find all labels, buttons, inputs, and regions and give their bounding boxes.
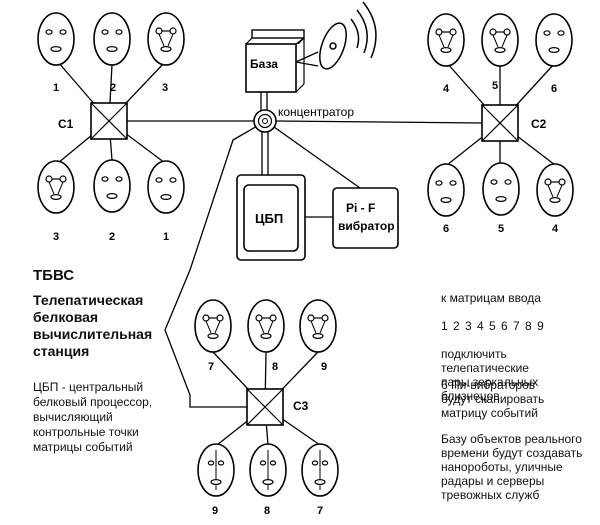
cbp-description: ЦБП - центральный белковый процессор, вы… xyxy=(33,380,153,454)
input-note-digits: 1 2 3 4 5 6 7 8 9 xyxy=(441,319,545,333)
face-c1-top-1 xyxy=(37,12,75,66)
face-number: 4 xyxy=(552,223,559,235)
hub-label: концентратор xyxy=(278,105,354,119)
face-c1-bottom-3 xyxy=(147,160,185,214)
switch-c3-label: C3 xyxy=(293,399,309,413)
input-note-line1: к матрицам ввода xyxy=(441,291,541,305)
base-box xyxy=(245,29,305,93)
face-c2-bottom-6 xyxy=(427,163,465,217)
realtime-note: Базу объектов реального времени будут со… xyxy=(441,432,583,502)
face-number: 2 xyxy=(110,82,116,94)
face-c1-top-3 xyxy=(147,12,185,66)
face-c2-top-5 xyxy=(481,13,519,67)
vibrator-label-line1: Pi - F xyxy=(346,201,375,215)
face-c2-top-6 xyxy=(535,13,573,67)
face-number: 6 xyxy=(551,83,557,95)
face-c3-top-9 xyxy=(299,299,337,353)
vibrator-label-line2: вибратор xyxy=(338,219,395,233)
satellite-dish-icon xyxy=(319,1,377,70)
face-c1-top-2 xyxy=(93,12,131,66)
face-c1-bottom-1 xyxy=(37,160,75,214)
switch-c2-label: C2 xyxy=(531,117,547,131)
input-note: к матрицам ввода 1 2 3 4 5 6 7 8 9 подкл… xyxy=(441,277,591,417)
face-c3-bottom-9 xyxy=(197,443,235,497)
switch-c1 xyxy=(90,102,128,140)
cpu-box xyxy=(236,174,306,261)
hub-concentrator xyxy=(253,109,277,133)
face-number: 3 xyxy=(53,231,59,243)
switch-c2 xyxy=(481,104,519,142)
face-c3-top-8 xyxy=(247,299,285,353)
face-number: 7 xyxy=(208,361,214,373)
face-number: 6 xyxy=(443,223,449,235)
face-number: 4 xyxy=(443,83,450,95)
face-c3-bottom-8 xyxy=(249,443,287,497)
face-c1-bottom-2 xyxy=(93,159,131,213)
diagram-title: ТБВС xyxy=(33,267,75,284)
switch-c1-label: C1 xyxy=(58,117,74,131)
face-number: 9 xyxy=(321,361,327,373)
face-number: 1 xyxy=(163,231,169,243)
cpu-label: ЦБП xyxy=(255,211,283,226)
vibrators-note: 6 Пи-вибраторов будут сканировать матриц… xyxy=(441,378,545,420)
face-number: 5 xyxy=(492,80,498,92)
face-number: 7 xyxy=(317,505,323,517)
face-number: 5 xyxy=(498,223,504,235)
face-number: 2 xyxy=(109,231,115,243)
face-c2-bottom-4 xyxy=(536,163,574,217)
face-number: 9 xyxy=(212,505,218,517)
face-number: 1 xyxy=(53,82,59,94)
switch-c3 xyxy=(246,388,284,426)
input-note-rest: подключить телепатические пары зеркальны… xyxy=(441,347,539,403)
face-c3-top-7 xyxy=(194,299,232,353)
face-number: 8 xyxy=(264,505,270,517)
face-c2-bottom-5 xyxy=(482,162,520,216)
face-number: 3 xyxy=(162,82,168,94)
face-c2-top-4 xyxy=(427,13,465,67)
vibrator-box xyxy=(332,187,399,249)
diagram-subtitle: Телепатическая белковая вычислительная с… xyxy=(33,292,153,359)
face-c3-bottom-7 xyxy=(301,443,339,497)
base-label: База xyxy=(250,57,278,71)
face-number: 8 xyxy=(272,361,278,373)
